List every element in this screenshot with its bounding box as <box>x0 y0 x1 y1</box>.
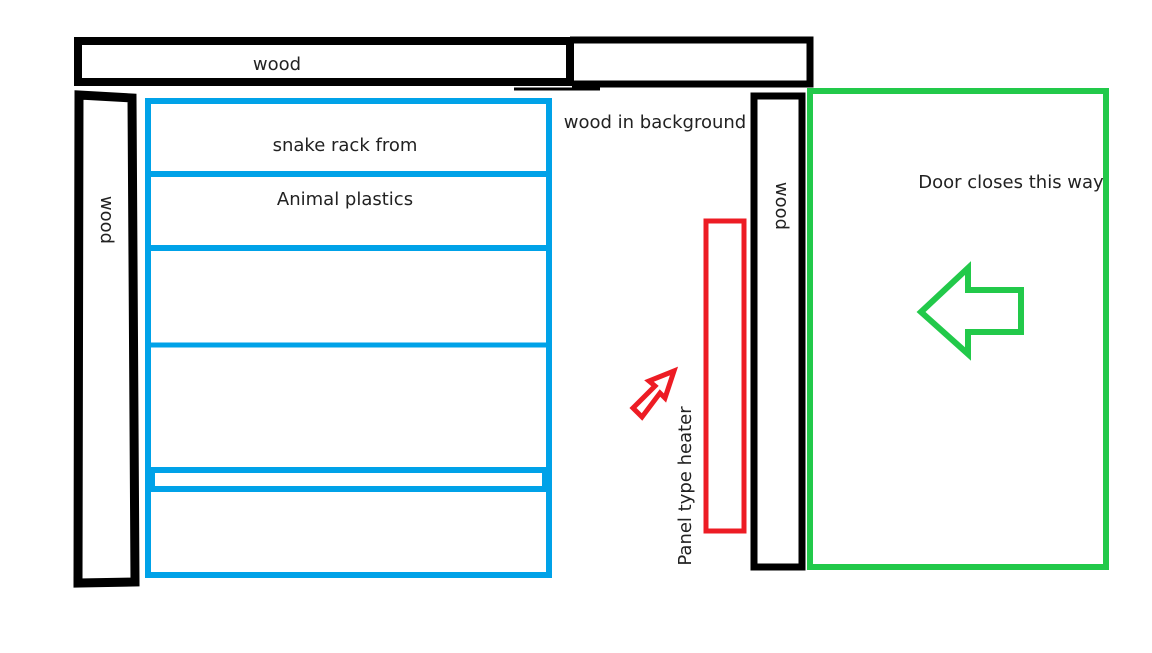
top-wood-beam: wood <box>74 36 814 91</box>
right-wood-post-outline <box>750 92 806 571</box>
rack-label-line1: snake rack from <box>273 135 418 156</box>
door: Door closes this way <box>807 88 1109 570</box>
snake-rack-outline <box>145 98 552 578</box>
right-wood-post: wood <box>750 92 806 571</box>
panel-heater-outline <box>703 218 747 534</box>
panel-heater: Panel type heater <box>629 218 747 566</box>
right-wood-label: wood <box>771 182 792 230</box>
rack-label-line2: Animal plastics <box>277 189 413 210</box>
top-wood-label: wood <box>253 54 301 75</box>
left-wood-post-outline <box>73 90 140 588</box>
background-wood-label: wood in background <box>564 112 747 133</box>
heater-label: Panel type heater <box>675 406 696 566</box>
top-wood-beam-left-segment <box>74 37 574 86</box>
rack-shelf-4 <box>149 467 548 492</box>
door-label: Door closes this way <box>918 172 1104 193</box>
heater-arrow-icon <box>629 366 679 421</box>
top-wood-beam-right-segment <box>570 36 814 88</box>
left-wood-label: wood <box>96 196 117 244</box>
door-arrow-icon <box>916 261 1024 361</box>
left-wood-post: wood <box>73 90 140 588</box>
snake-rack: snake rack from Animal plastics <box>145 98 552 578</box>
door-outline <box>807 88 1109 570</box>
